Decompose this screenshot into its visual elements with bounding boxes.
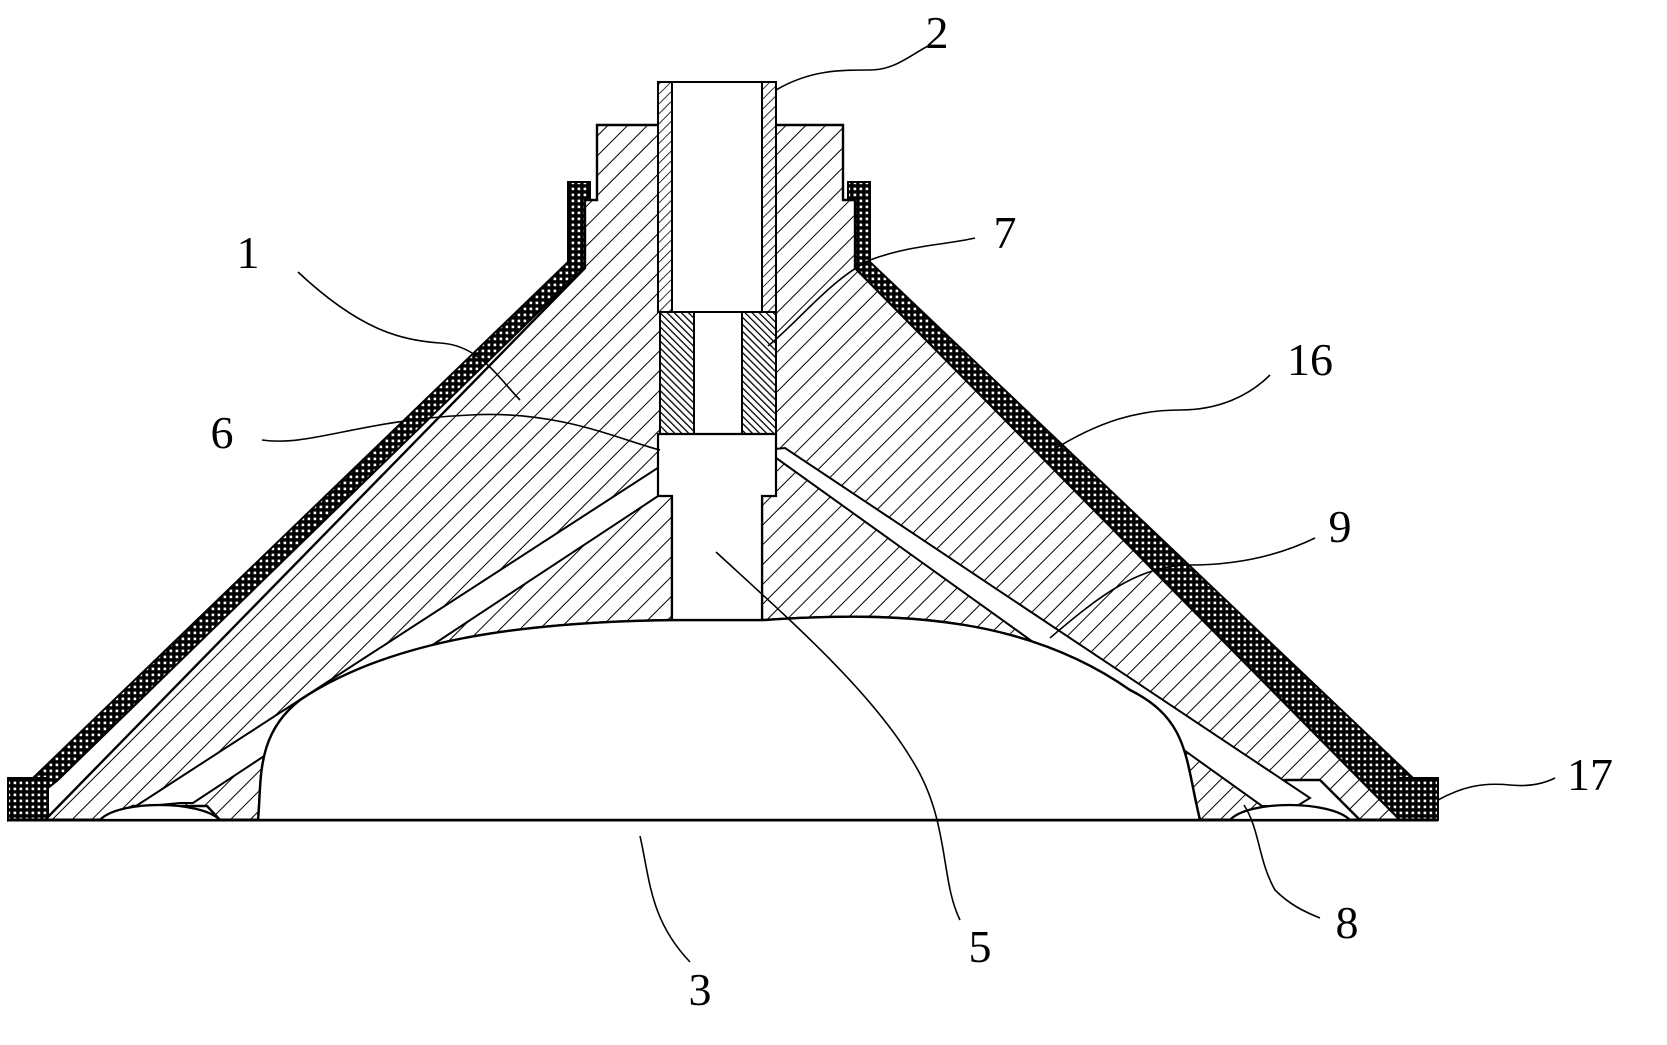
label-1: 1 — [237, 227, 260, 278]
label-6: 6 — [211, 407, 234, 458]
label-17: 17 — [1567, 749, 1613, 800]
main-cone-body — [8, 123, 1438, 822]
label-16: 16 — [1287, 334, 1333, 385]
label-8: 8 — [1336, 897, 1359, 948]
label-2: 2 — [926, 7, 949, 58]
leader-16 — [1049, 374, 1271, 453]
leader-7 — [767, 237, 976, 347]
leader-8 — [1243, 804, 1321, 919]
label-7: 7 — [994, 207, 1017, 258]
label-5: 5 — [969, 921, 992, 972]
leader-17 — [1437, 777, 1556, 801]
leader-5 — [715, 551, 961, 921]
dense-insert — [659, 311, 777, 435]
leader-3 — [639, 835, 691, 963]
leader-2 — [775, 44, 931, 91]
label-3: 3 — [689, 964, 712, 1015]
leader-lines — [261, 44, 1556, 963]
central-tube — [657, 81, 777, 313]
leader-9 — [1049, 537, 1316, 639]
leader-6 — [261, 413, 661, 451]
leader-1 — [297, 271, 521, 401]
reference-labels: 1 2 3 5 6 7 8 9 16 17 — [211, 7, 1614, 1015]
central-chamber — [656, 432, 778, 622]
label-9: 9 — [1329, 501, 1352, 552]
